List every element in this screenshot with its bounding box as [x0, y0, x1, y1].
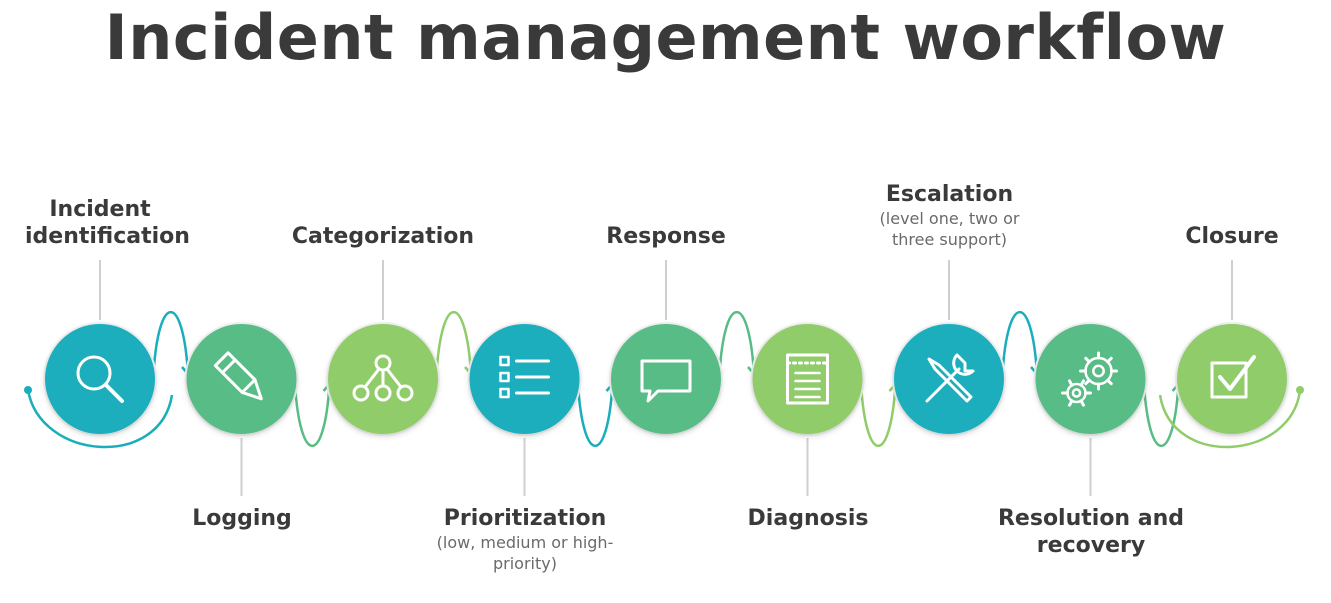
step-label-6: Diagnosis: [688, 505, 928, 532]
flow-arrow: [435, 310, 473, 375]
flow-arrow: [859, 383, 897, 448]
step-node-2: [184, 322, 299, 436]
diagram-title: Incident management workflow: [104, 1, 1227, 74]
step-label-1: Incident identification: [25, 196, 190, 250]
search-icon: [76, 355, 124, 403]
step-title: Resolution and recovery: [997, 506, 1185, 558]
step-title: Incident identification: [25, 197, 190, 249]
step-label-8: Resolution and recovery: [991, 505, 1191, 559]
flow-start-dot: [24, 386, 32, 394]
pen-icon: [213, 351, 263, 401]
tools-icon: [925, 353, 975, 403]
step-label-2: Logging: [122, 505, 362, 532]
step-circle: [752, 324, 863, 434]
step-title: Response: [606, 224, 726, 249]
step-label-7: Escalation(level one, two or three suppo…: [857, 181, 1042, 250]
step-circle: [611, 324, 721, 434]
step-subtitle: (low, medium or high-priority): [436, 533, 614, 573]
step-title: Categorization: [291, 224, 475, 249]
gears-icon: [1061, 351, 1118, 407]
step-label-3: Categorization: [263, 223, 503, 250]
step-title: Diagnosis: [747, 506, 869, 531]
notepad-icon: [786, 353, 829, 405]
flow-arrow: [718, 310, 756, 375]
step-circle: [45, 324, 155, 434]
flow-start-arc: [26, 389, 174, 449]
step-title: Escalation: [885, 182, 1014, 207]
step-node-3: [326, 322, 440, 436]
flow-end-dot: [1296, 386, 1304, 394]
step-circle: [186, 324, 297, 434]
flow-arrow: [576, 383, 614, 448]
speech-bubble-icon: [640, 359, 692, 403]
step-node-5: [609, 322, 723, 436]
step-node-8: [1033, 322, 1148, 436]
step-node-7: [892, 322, 1006, 436]
step-subtitle: (level one, two or three support): [879, 209, 1020, 249]
step-circle: [469, 324, 580, 434]
flow-arrow: [293, 383, 331, 448]
step-title: Prioritization: [443, 506, 607, 531]
step-label-5: Response: [546, 223, 786, 250]
step-circle: [1035, 324, 1146, 434]
step-node-9: [1175, 322, 1289, 436]
flow-arrow: [1142, 383, 1180, 448]
step-node-1: [43, 322, 157, 436]
hierarchy-icon: [352, 354, 414, 402]
step-label-9: Closure: [1112, 223, 1331, 250]
list-icon: [499, 355, 550, 399]
checkbox-icon: [1210, 355, 1256, 399]
flow-arrow: [1001, 310, 1039, 375]
flow-arrow: [152, 310, 190, 375]
step-title: Closure: [1185, 224, 1279, 249]
flow-end-arc: [1158, 389, 1302, 449]
step-node-6: [750, 322, 865, 436]
step-node-4: [467, 322, 582, 436]
step-label-4: Prioritization(low, medium or high-prior…: [430, 505, 620, 574]
step-title: Logging: [192, 506, 292, 531]
step-circle: [1177, 324, 1287, 434]
